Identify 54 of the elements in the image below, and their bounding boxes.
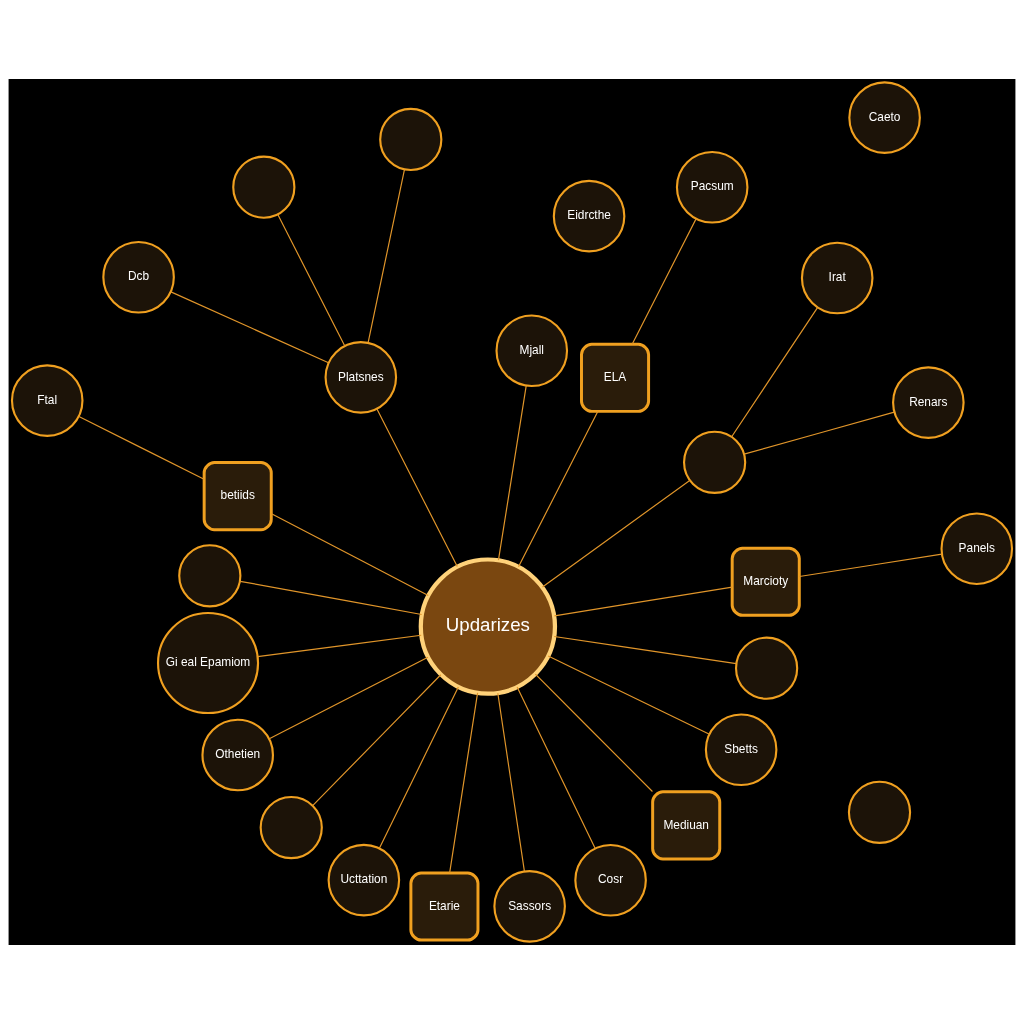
node-circle [379, 107, 443, 172]
node-box: Marcioty [730, 546, 801, 617]
connector [277, 214, 346, 347]
node-circle: Sassors [493, 870, 566, 943]
node-circle: Cosr [574, 844, 647, 917]
connector [497, 692, 525, 872]
node-circle: Irat [800, 241, 874, 315]
node-circle: Dcb [102, 240, 175, 314]
node-box: Etarie [409, 871, 480, 942]
connector [449, 692, 479, 874]
node-circle: Sbetts [704, 713, 778, 787]
connector [743, 411, 895, 455]
connector [376, 408, 458, 568]
connector [239, 580, 423, 616]
connector [312, 674, 442, 807]
connector [378, 686, 459, 849]
connector [541, 479, 691, 588]
node-circle [847, 780, 912, 844]
connector [78, 415, 205, 480]
connector [547, 655, 710, 735]
connector [497, 385, 527, 561]
connector [367, 169, 406, 344]
connector [553, 586, 733, 617]
node-circle: Ucttation [327, 843, 401, 917]
connector [516, 686, 596, 850]
node-circle: Pacsum [675, 150, 749, 224]
node-circle [259, 795, 323, 860]
connector [517, 411, 599, 568]
connector [553, 635, 737, 665]
node-box: Mediuan [651, 790, 722, 861]
node-circle: Mjall [495, 314, 569, 388]
node-circle: Othetien [201, 718, 274, 792]
node-circle [232, 155, 296, 219]
node-circle: Renars [892, 366, 965, 439]
node-box: betiids [202, 461, 273, 532]
connector [731, 306, 819, 438]
node-circle: Caeto [848, 81, 921, 154]
connector [268, 656, 429, 740]
node-circle: Eidrcthe [552, 179, 626, 253]
node-circle [178, 544, 242, 608]
node-circle: Updarizes [418, 557, 558, 696]
connector [170, 291, 330, 364]
node-box: ELA [580, 342, 651, 413]
connector [631, 218, 697, 345]
connector [534, 673, 654, 793]
node-circle: Platsnes [324, 341, 398, 414]
node-circle: Panels [940, 512, 1014, 585]
connector [270, 513, 429, 597]
node-circle: Gi eal Epamiom [156, 611, 260, 715]
node-circle [683, 430, 747, 494]
node-circle [734, 636, 799, 700]
node-circle: Ftal [10, 364, 84, 437]
connector [798, 553, 943, 578]
connector [256, 634, 422, 658]
